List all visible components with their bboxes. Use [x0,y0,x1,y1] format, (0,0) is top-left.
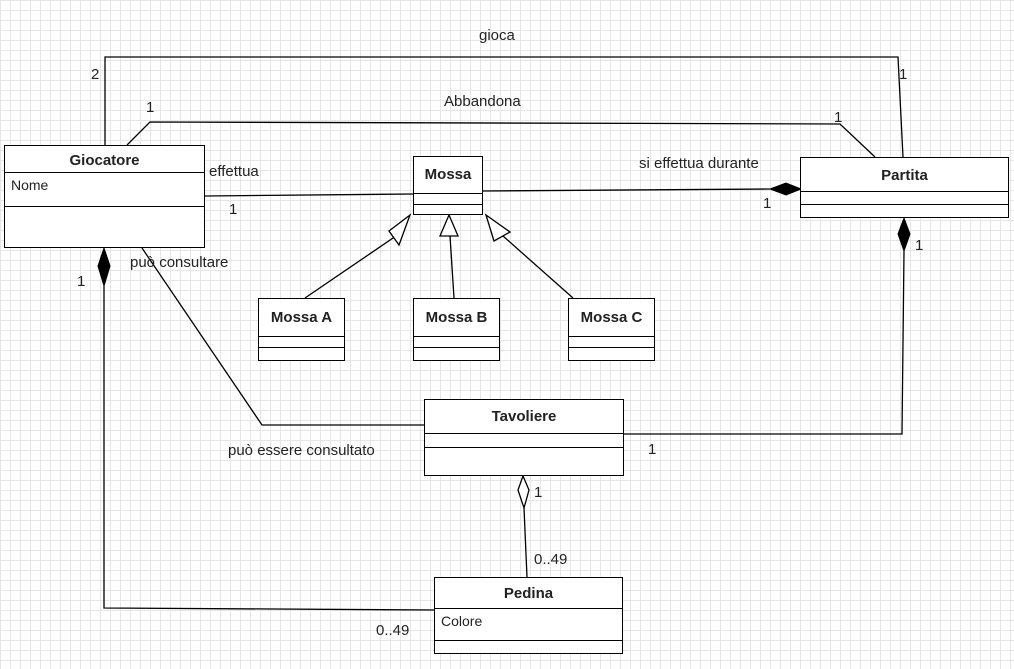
si-effettua-durante-multiplicity: 1 [763,195,772,212]
composition-diamond-partita-mossa [768,182,803,196]
si-effettua-durante-connector[interactable] [482,188,771,192]
attributes-compartment [414,194,482,205]
generalization-arrowhead-b [439,213,459,237]
generalization-arrowhead-a [388,213,412,247]
abbandona-multiplicity-partita: 1 [834,109,843,126]
effettua-multiplicity: 1 [229,201,238,218]
attributes-compartment [259,337,344,348]
class-partita[interactable]: Partita [800,157,1009,218]
class-pedina[interactable]: Pedina Colore [434,577,623,654]
class-name: Tavoliere [425,400,623,434]
class-mossa-b[interactable]: Mossa B [413,298,500,361]
effettua-label: effettua [209,163,259,180]
class-mossa-a[interactable]: Mossa A [258,298,345,361]
class-mossa[interactable]: Mossa [413,156,483,215]
puo-essere-consultato-label: può essere consultato [228,442,375,459]
attribute-nome: Nome [5,173,204,207]
gioca-label: gioca [479,27,515,44]
composition-diamond-giocatore-pedina [97,246,111,288]
tavoliere-pedina-multiplicity-tavoliere: 1 [534,484,543,501]
tavoliere-pedina-connector[interactable] [523,507,528,578]
class-name: Mossa C [569,299,654,337]
giocatore-pedina-multiplicity-pedina: 0..49 [376,622,410,639]
partita-tavoliere-connector[interactable] [624,250,905,435]
puo-consultare-label: può consultare [130,254,229,271]
gioca-multiplicity-partita: 1 [899,66,908,83]
effettua-connector[interactable] [204,193,414,197]
consulta-connector[interactable] [141,247,424,426]
class-giocatore[interactable]: Giocatore Nome [4,145,205,248]
generalization-arrowhead-c [484,213,512,242]
attributes-compartment [569,337,654,348]
attributes-compartment [425,434,623,448]
generalization-mossa-c[interactable] [502,235,574,299]
generalization-mossa-b[interactable] [449,235,455,299]
class-name: Mossa A [259,299,344,337]
class-name: Giocatore [5,146,204,173]
si-effettua-durante-label: si effettua durante [639,155,759,172]
partita-tavoliere-multiplicity-partita: 1 [915,237,924,254]
giocatore-pedina-multiplicity-giocatore: 1 [77,273,86,290]
gioca-connector[interactable] [104,56,904,158]
composition-diamond-partita-tavoliere [897,216,911,253]
partita-tavoliere-multiplicity-tavoliere: 1 [648,441,657,458]
aggregation-diamond-tavoliere [517,474,530,511]
class-mossa-c[interactable]: Mossa C [568,298,655,361]
abbandona-multiplicity-giocatore: 1 [146,99,155,116]
attributes-compartment [414,337,499,348]
gioca-multiplicity-giocatore: 2 [91,66,100,83]
attributes-compartment [801,192,1008,205]
class-name: Pedina [435,578,622,609]
class-tavoliere[interactable]: Tavoliere [424,399,624,476]
class-name: Mossa B [414,299,499,337]
attribute-colore: Colore [435,609,622,641]
generalization-mossa-a[interactable] [304,235,397,299]
abbandona-connector[interactable] [126,121,876,158]
class-name: Mossa [414,157,482,194]
abbandona-label: Abbandona [444,93,521,110]
class-name: Partita [801,158,1008,192]
giocatore-pedina-connector[interactable] [103,286,435,611]
tavoliere-pedina-multiplicity-pedina: 0..49 [534,551,568,568]
